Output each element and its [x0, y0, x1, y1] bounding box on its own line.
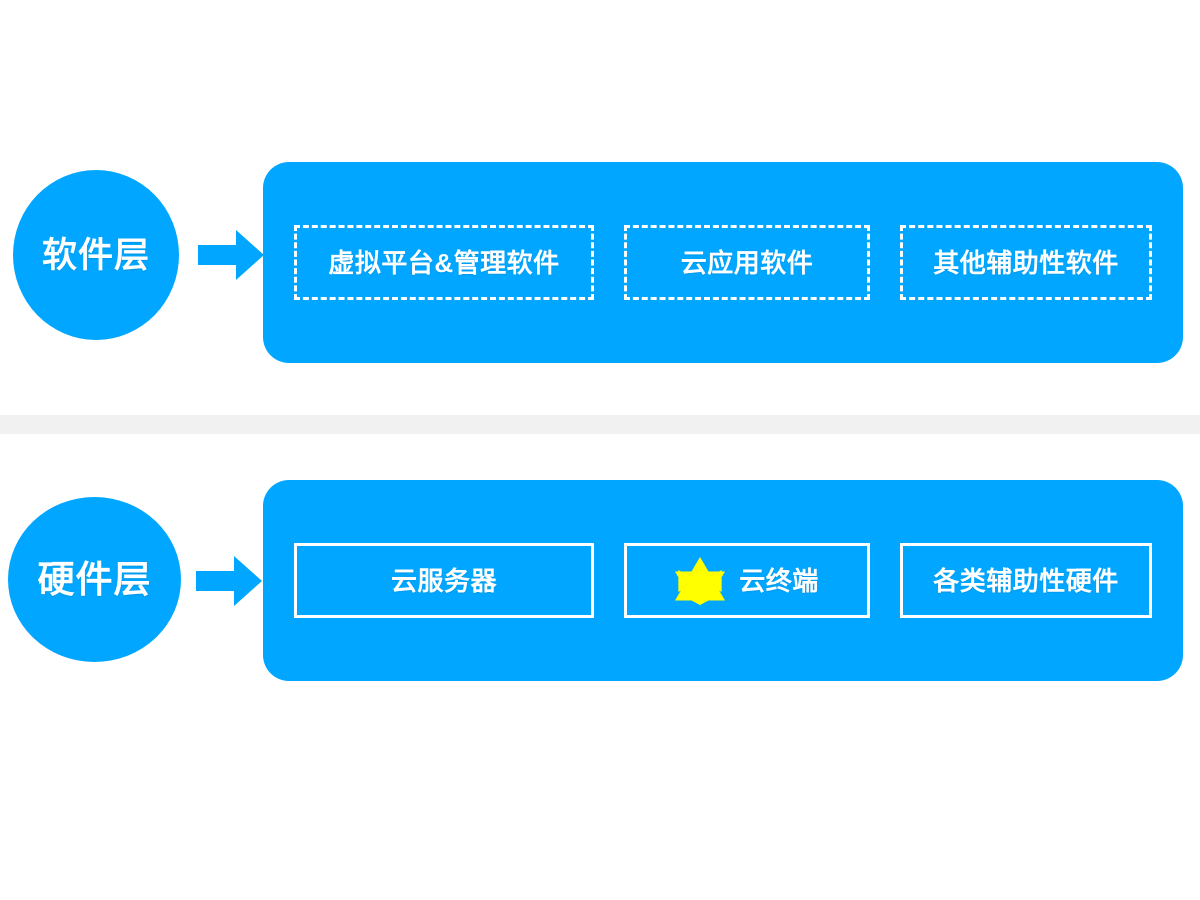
software-layer-panel: 虚拟平台&管理软件 云应用软件 其他辅助性软件	[263, 162, 1183, 363]
hardware-layer-circle[interactable]: 硬件层	[8, 497, 181, 662]
right-arrow-icon	[198, 230, 264, 280]
six-point-star-icon	[675, 556, 726, 605]
hardware-item-label: 各类辅助性硬件	[933, 565, 1119, 596]
hardware-layer-circle-label: 硬件层	[37, 559, 152, 600]
hardware-layer-row: 硬件层 云服务器 云终端 各类辅助性硬件	[0, 478, 1200, 683]
software-item-label: 虚拟平台&管理软件	[328, 247, 560, 278]
software-layer-circle-label: 软件层	[41, 235, 150, 275]
software-item-label: 云应用软件	[680, 247, 814, 278]
software-item-box[interactable]: 其他辅助性软件	[900, 225, 1152, 300]
software-layer-circle[interactable]: 软件层	[13, 170, 179, 340]
hardware-item-label: 云服务器	[390, 565, 497, 596]
hardware-item-label: 云终端	[739, 565, 819, 596]
hardware-item-box[interactable]: 云服务器	[294, 543, 594, 618]
software-item-box[interactable]: 虚拟平台&管理软件	[294, 225, 594, 300]
hardware-item-box[interactable]: 各类辅助性硬件	[900, 543, 1152, 618]
software-layer-row: 软件层 虚拟平台&管理软件 云应用软件 其他辅助性软件	[0, 160, 1200, 365]
section-divider-band	[0, 415, 1200, 434]
software-item-box[interactable]: 云应用软件	[624, 225, 870, 300]
hardware-layer-panel: 云服务器 云终端 各类辅助性硬件	[263, 480, 1183, 681]
hardware-item-box[interactable]: 云终端	[624, 543, 870, 618]
software-item-label: 其他辅助性软件	[933, 247, 1119, 278]
right-arrow-icon	[196, 556, 262, 606]
